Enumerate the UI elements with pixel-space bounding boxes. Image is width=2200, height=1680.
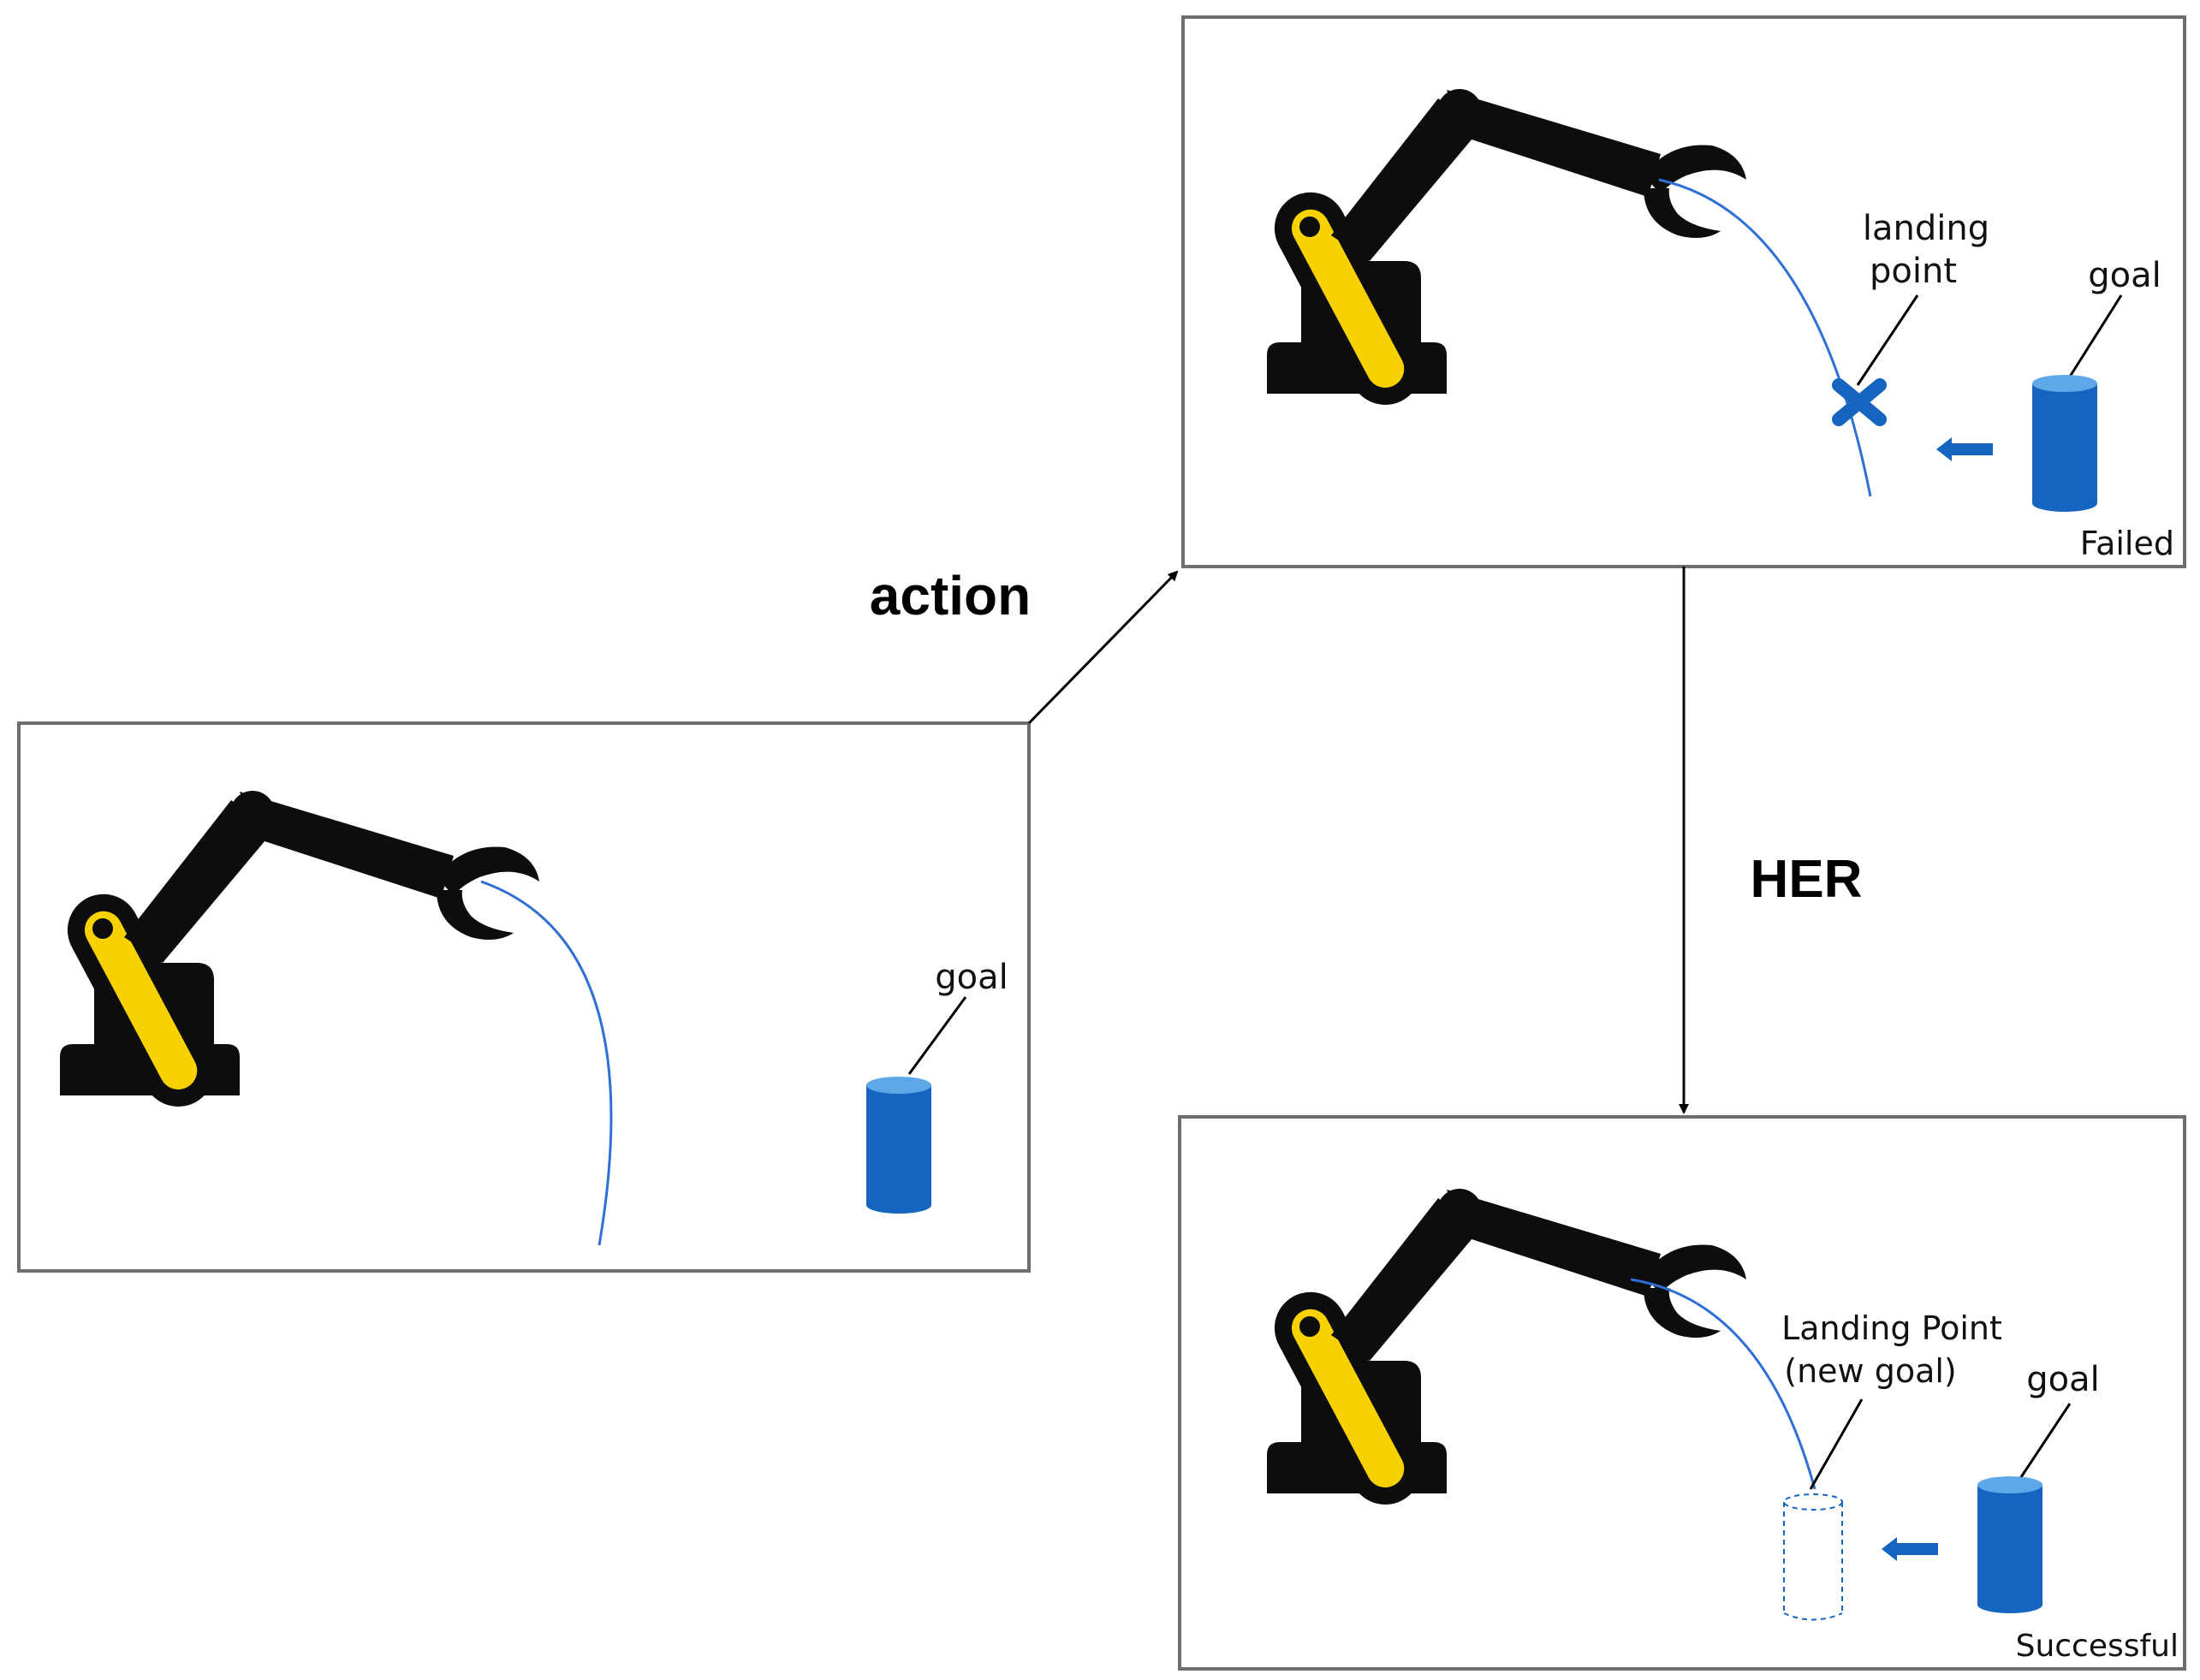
goal-pointer-line (2068, 294, 2123, 377)
goal-pointer-line (2014, 1403, 2072, 1486)
dashed-cylinder-icon (1783, 1493, 1843, 1621)
panel-initial: goal (17, 721, 1031, 1273)
throw-trajectory (1658, 178, 1872, 497)
action-label: action (870, 565, 1031, 626)
status-failed: Failed (2080, 525, 2174, 562)
action-connector (1027, 570, 1179, 725)
landing-label-line2: (new goal) (1784, 1352, 1957, 1390)
her-label: HER (1751, 850, 1863, 909)
landing-label-line1: landing (1863, 209, 1989, 248)
throw-trajectory (480, 880, 613, 1246)
landing-pointer-line (1809, 1398, 1864, 1490)
throw-trajectory (1630, 1278, 1816, 1490)
landing-label-line2: point (1870, 252, 1957, 291)
panel-failed: landing point goal Failed (1181, 15, 2186, 568)
goal-pointer-line (907, 996, 967, 1075)
landing-label-line1: Landing Point (1781, 1309, 2002, 1347)
goal-cylinder-icon (2032, 375, 2097, 512)
goal-cylinder-icon (1977, 1476, 2042, 1613)
goal-label: goal (935, 958, 1008, 997)
panel-successful: Landing Point (new goal) goal Successful (1178, 1115, 2186, 1671)
landing-cross-icon (1832, 378, 1887, 426)
goal-cylinder-icon (866, 1077, 931, 1214)
goal-label: goal (2026, 1360, 2100, 1399)
landing-pointer-line (1856, 294, 1919, 386)
status-successful: Successful (2016, 1629, 2179, 1664)
goal-label: goal (2088, 256, 2161, 295)
